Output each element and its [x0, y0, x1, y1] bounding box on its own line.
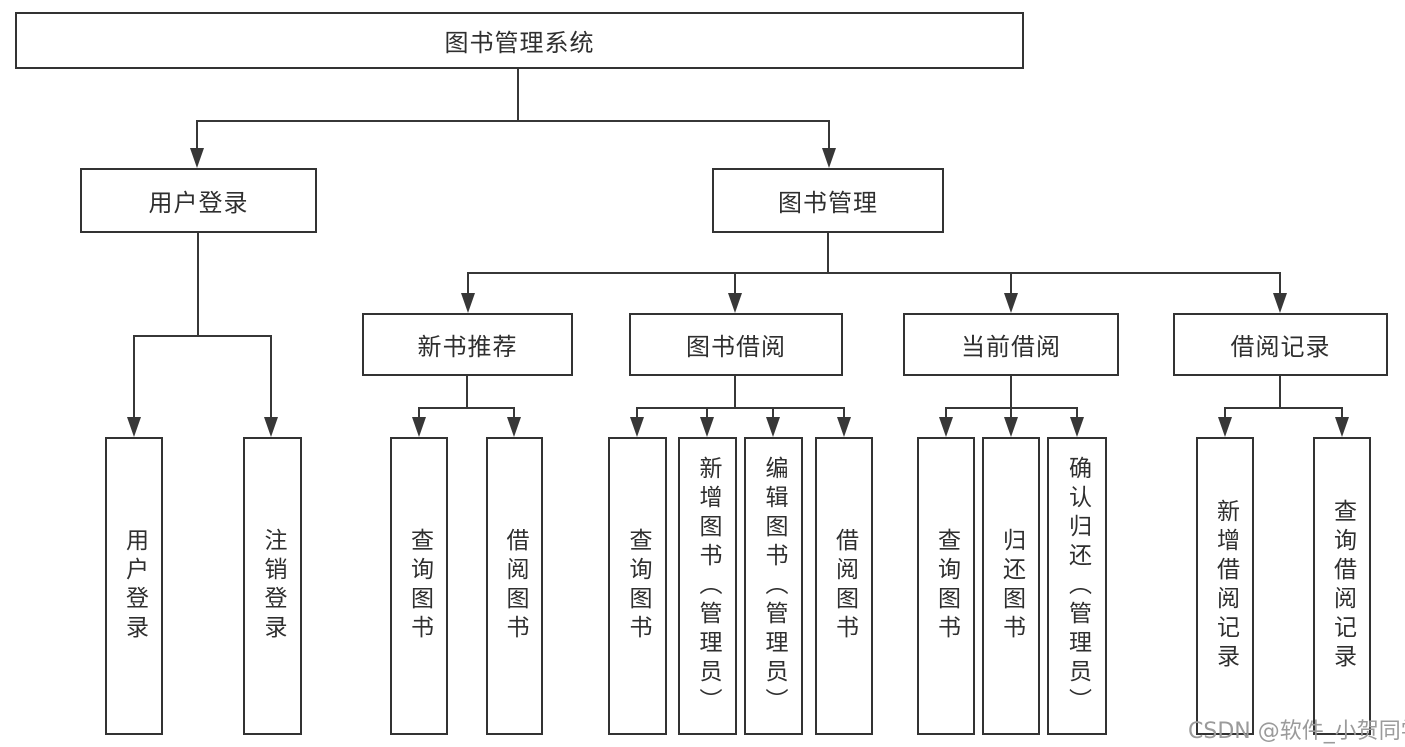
arrow-down-icon	[939, 417, 953, 437]
leaf-label: 确认归还（管理员）	[1064, 455, 1091, 717]
leaf-label: 新增借阅记录	[1212, 499, 1239, 673]
arrow-down-icon	[507, 417, 521, 437]
connector-line	[734, 376, 736, 409]
connector-line	[843, 407, 845, 419]
connector-line	[270, 335, 272, 419]
leaf-label: 注销登录	[260, 528, 286, 644]
node-label: 图书管理	[778, 189, 878, 217]
node-new-book-recommend: 新书推荐	[362, 313, 573, 376]
node-label: 当前借阅	[961, 333, 1061, 361]
arrow-down-icon	[1273, 293, 1287, 313]
node-borrowing-records: 借阅记录	[1173, 313, 1388, 376]
arrow-down-icon	[190, 148, 204, 168]
connector-line	[945, 407, 947, 419]
leaf-current-confirm-return-admin: 确认归还（管理员）	[1047, 437, 1107, 735]
arrow-down-icon	[728, 293, 742, 313]
connector-line	[196, 120, 198, 150]
node-book-borrowing: 图书借阅	[629, 313, 843, 376]
arrow-down-icon	[461, 293, 475, 313]
leaf-label: 新增图书（管理员）	[695, 455, 721, 717]
leaf-label: 查询图书	[406, 528, 433, 644]
leaf-record-query-borrow-record: 查询借阅记录	[1313, 437, 1371, 735]
arrow-down-icon	[700, 417, 714, 437]
leaf-label: 借阅图书	[502, 528, 528, 644]
node-label: 图书管理系统	[444, 29, 595, 57]
connector-line	[1010, 376, 1012, 409]
node-label: 图书借阅	[686, 333, 786, 361]
connector-line	[133, 335, 272, 337]
connector-line	[636, 407, 638, 419]
connector-line	[1010, 407, 1012, 419]
connector-line	[467, 272, 469, 295]
connector-line	[772, 407, 774, 419]
arrow-down-icon	[766, 417, 780, 437]
leaf-label: 归还图书	[998, 528, 1025, 644]
arrow-down-icon	[1218, 417, 1232, 437]
connector-line	[734, 272, 736, 295]
arrow-down-icon	[822, 148, 836, 168]
connector-line	[636, 407, 845, 409]
leaf-borrow-add-books-admin: 新增图书（管理员）	[678, 437, 737, 735]
connector-line	[466, 376, 468, 409]
arrow-down-icon	[127, 417, 141, 437]
connector-line	[517, 69, 519, 122]
connector-line	[196, 120, 830, 122]
connector-line	[1341, 407, 1343, 419]
leaf-label: 编辑图书（管理员）	[761, 455, 787, 717]
leaf-label: 借阅图书	[831, 528, 858, 644]
connector-line	[1224, 407, 1226, 419]
leaf-newbook-query-books: 查询图书	[390, 437, 448, 735]
leaf-newbook-borrow-books: 借阅图书	[486, 437, 543, 735]
leaf-borrow-borrow-books: 借阅图书	[815, 437, 873, 735]
connector-line	[133, 335, 135, 419]
arrow-down-icon	[412, 417, 426, 437]
leaf-current-query-books: 查询图书	[917, 437, 975, 735]
node-user-login: 用户登录	[80, 168, 317, 233]
arrow-down-icon	[1070, 417, 1084, 437]
connector-line	[706, 407, 708, 419]
leaf-logout: 注销登录	[243, 437, 302, 735]
node-book-management: 图书管理	[712, 168, 944, 233]
node-label: 借阅记录	[1230, 333, 1331, 361]
connector-line	[418, 407, 420, 419]
connector-line	[827, 233, 829, 274]
connector-line	[1279, 272, 1281, 295]
connector-line	[1076, 407, 1078, 419]
leaf-label: 查询图书	[625, 528, 651, 644]
node-label: 新书推荐	[417, 333, 518, 361]
arrow-down-icon	[1004, 293, 1018, 313]
leaf-borrow-edit-books-admin: 编辑图书（管理员）	[744, 437, 803, 735]
connector-line	[467, 272, 1281, 274]
connector-line	[197, 233, 199, 337]
arrow-down-icon	[1335, 417, 1349, 437]
leaf-current-return-books: 归还图书	[982, 437, 1040, 735]
leaf-user-login: 用户登录	[105, 437, 163, 735]
watermark: CSDN @软件_小贺同学	[1188, 719, 1405, 744]
arrow-down-icon	[837, 417, 851, 437]
leaf-borrow-query-books: 查询图书	[608, 437, 667, 735]
leaf-label: 用户登录	[121, 528, 148, 644]
leaf-record-add-borrow-record: 新增借阅记录	[1196, 437, 1254, 735]
connector-line	[513, 407, 515, 419]
arrow-down-icon	[630, 417, 644, 437]
node-label: 用户登录	[148, 189, 249, 217]
node-current-borrowing: 当前借阅	[903, 313, 1119, 376]
connector-line	[1010, 272, 1012, 295]
arrow-down-icon	[1004, 417, 1018, 437]
connector-line	[1224, 407, 1343, 409]
leaf-label: 查询借阅记录	[1329, 499, 1356, 673]
connector-line	[418, 407, 515, 409]
arrow-down-icon	[264, 417, 278, 437]
connector-line	[1279, 376, 1281, 409]
node-library-management-system: 图书管理系统	[15, 12, 1024, 69]
connector-line	[828, 120, 830, 150]
leaf-label: 查询图书	[933, 528, 960, 644]
